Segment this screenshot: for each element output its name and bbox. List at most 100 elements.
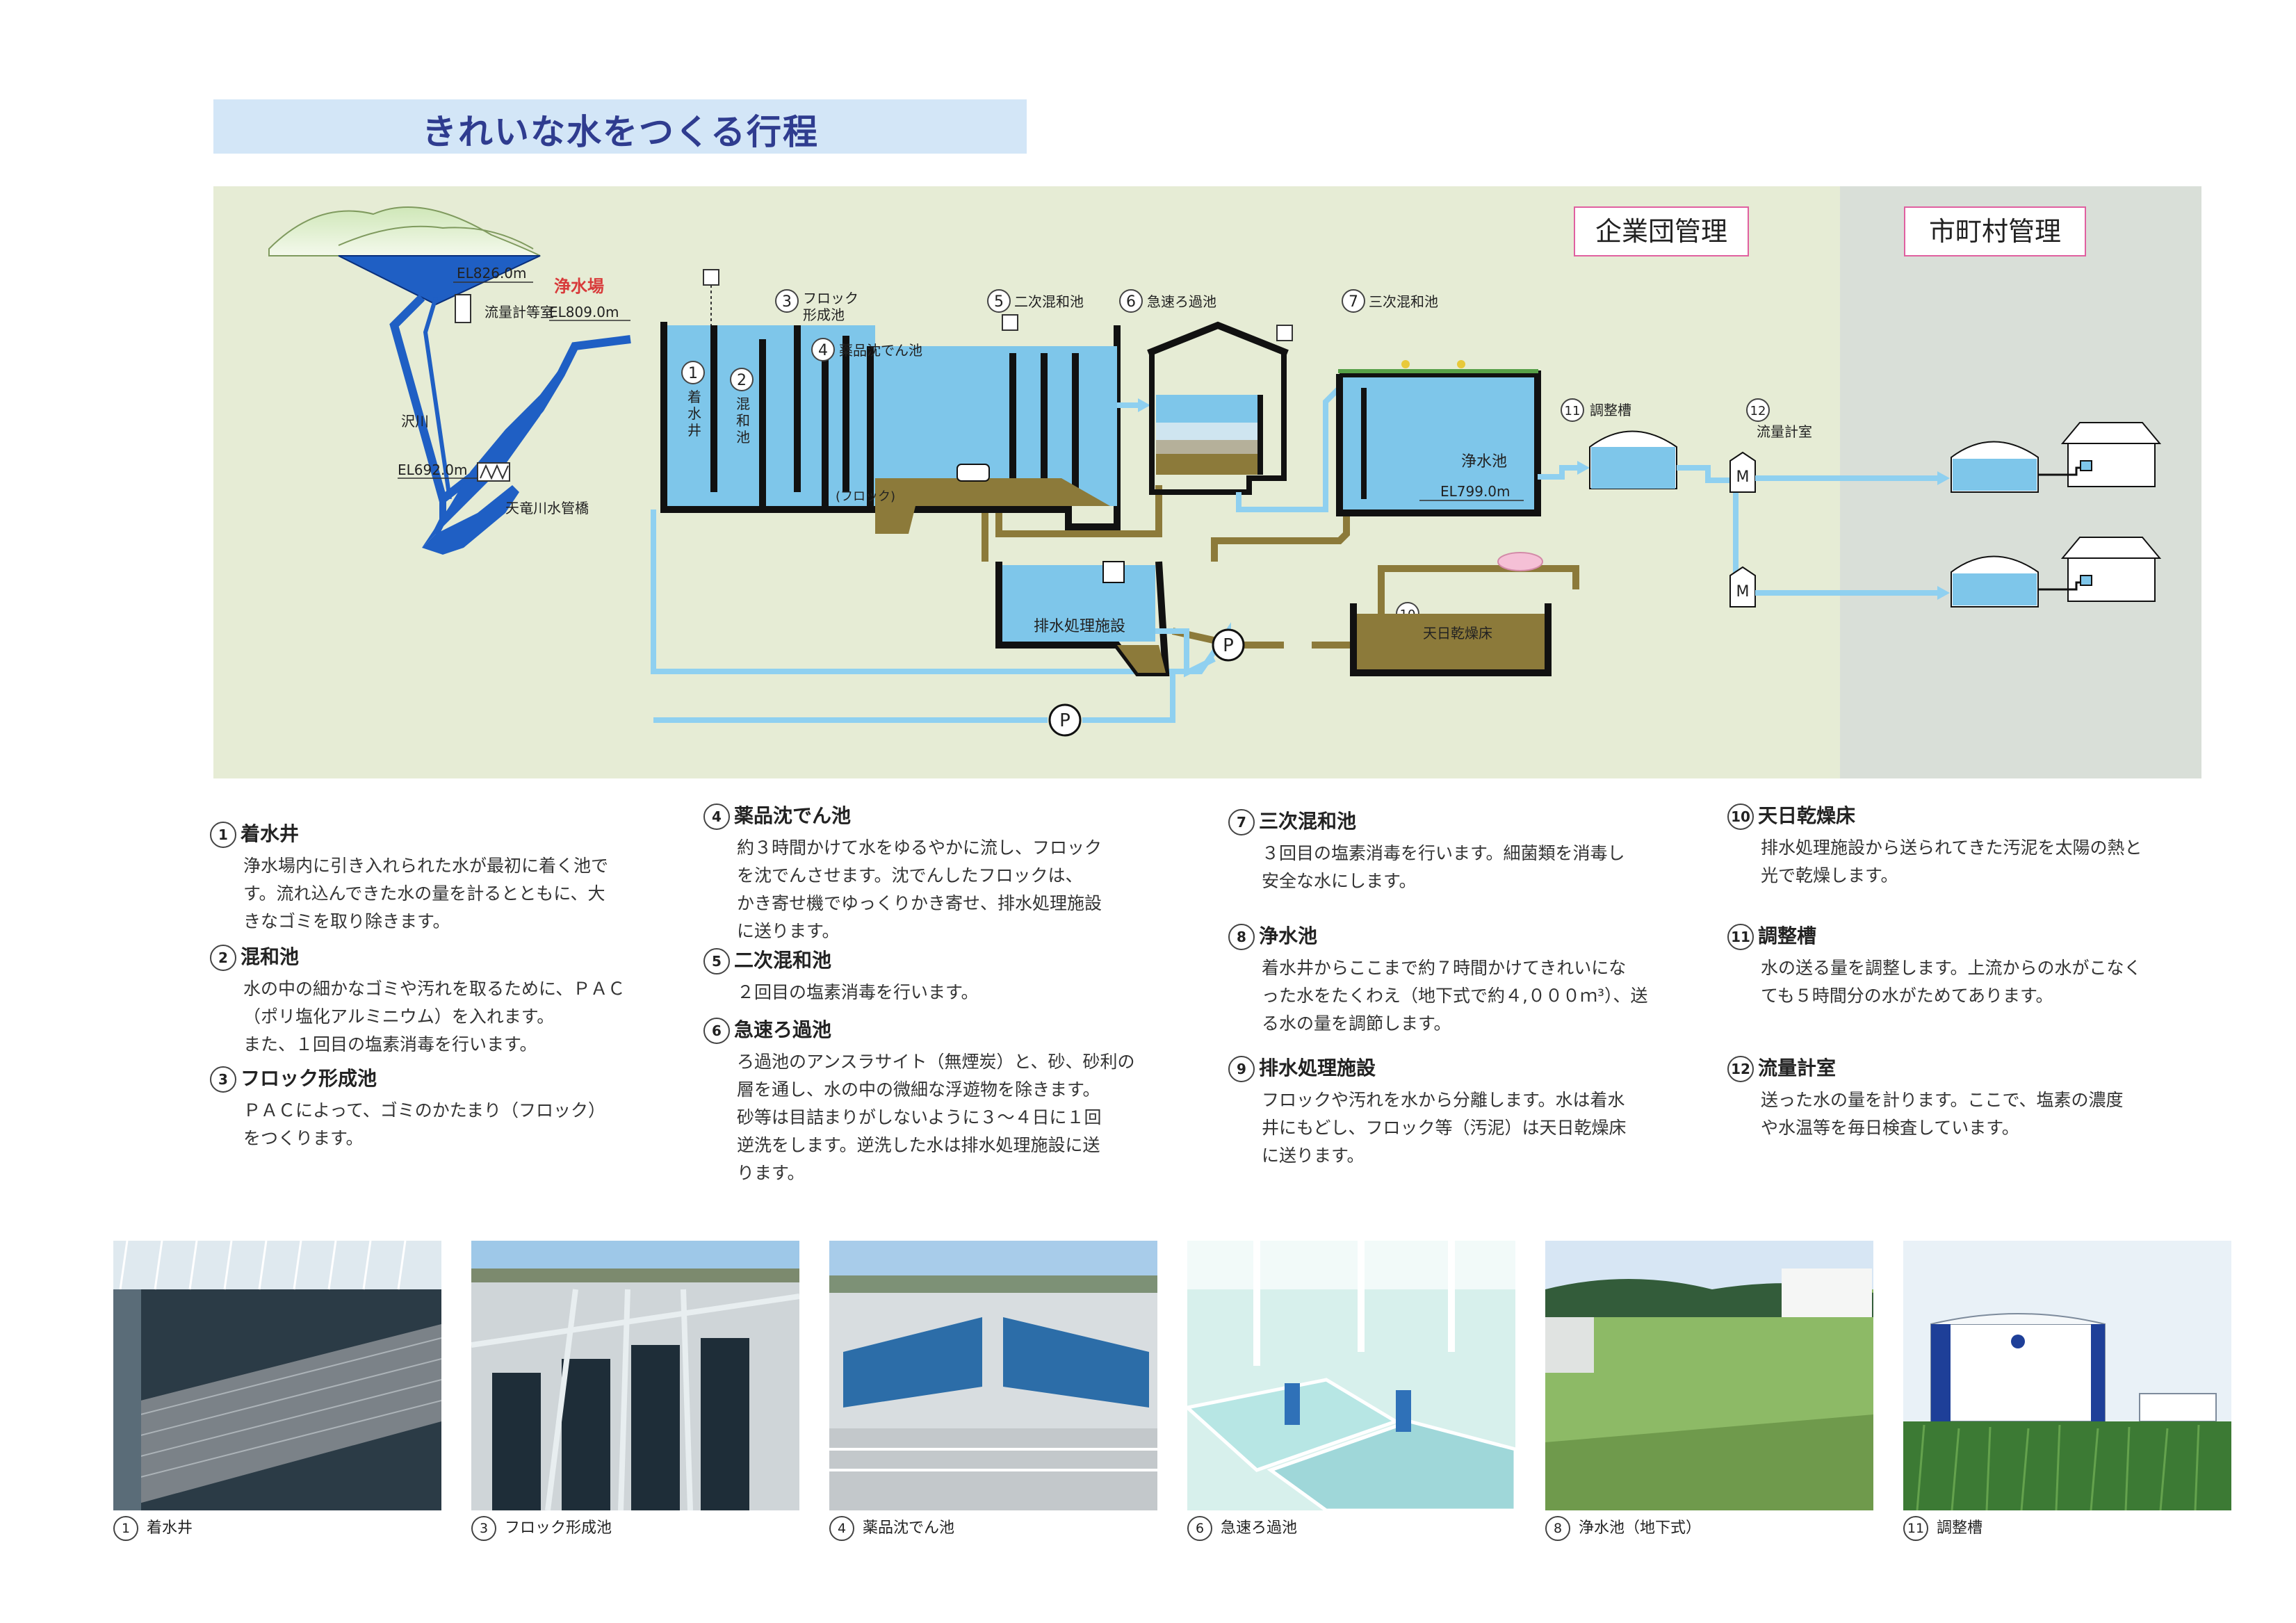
flower-1 [1401,360,1410,368]
desc-8-num: 8 [1228,924,1255,950]
scraper [956,464,990,482]
baffles [710,325,1079,506]
zone-municipal-box [1904,206,2086,256]
photo-regulating-tank [1903,1241,2231,1510]
s2-label-c: 池 [736,429,750,446]
photo-sedimentation [829,1241,1157,1510]
desc-3-num: 3 [210,1066,236,1093]
filter-gravel [1156,454,1260,475]
zone-company-box [1574,206,1749,256]
svg-text:P: P [1223,635,1234,656]
desc-7-title: 三次混和池 [1259,810,1357,833]
municipal-tank-2 [1951,555,2039,607]
dosing-unit-1 [703,269,719,286]
drain-treatment [1002,565,1155,642]
filter-sand [1156,440,1260,454]
meter-room-label: 流量計等室 [485,304,554,320]
s9-label: 排水処理施設 [1034,618,1125,635]
svg-text:11: 11 [1565,404,1581,418]
desc-8-body: 着水井からここまで約７時間かけてきれいにな った水をたくわえ（地下式で約４,００… [1262,958,1648,1034]
desc-1-body: 浄水場内に引き入れられた水が最初に着く池で す。流れ込んできた水の量を計るととも… [243,856,609,931]
desc-4-body: 約３時間かけて水をゆるやかに流し、フロック を沈でんさせます。沈でんしたフロック… [737,838,1102,941]
el-826: EL826.0m [457,265,527,282]
desc-9-body: フロックや汚れを水から分離します。水は着水 井にもどし、フロック等（汚泥）は天日… [1262,1090,1627,1166]
s11-label: 調整槽 [1590,402,1631,418]
plant-label: 浄水場 [554,277,604,296]
desc-3-body: ＰＡＣによって、ゴミのかたまり（フロック） をつくります。 [243,1100,606,1148]
desc-2-num: 2 [210,945,236,971]
s12-label: 流量計室 [1757,423,1812,440]
desc-6-num: 6 [703,1018,730,1044]
s4-label: 薬品沈でん池 [839,342,922,359]
svg-text:P: P [1059,710,1070,731]
desc-4-num: 4 [703,804,730,830]
page-title: きれいな水をつくる行程 [422,112,819,152]
dosing-unit-2 [1002,314,1018,331]
filter-water [1156,395,1260,423]
desc-10-num: 10 [1727,804,1754,830]
svg-text:1: 1 [688,365,698,382]
desc-12-title: 流量計室 [1758,1057,1837,1079]
s3-label-a: フロック [803,290,858,307]
svg-text:2: 2 [737,372,747,389]
photo-floc-basin [471,1241,799,1510]
s1-label-b: 水 [687,405,701,422]
desc-5-body: ２回目の塩素消毒を行います。 [737,982,979,1002]
desc-8-title: 浄水池 [1259,924,1318,947]
house-2 [2038,537,2162,602]
s5-label: 二次混和池 [1014,293,1084,310]
s10-label: 天日乾燥床 [1423,625,1492,642]
process-diagram: 企業団管理 市町村管理 流量計等室 EL826.0m 沢川 EL692.0m 天… [213,186,2201,778]
zone-municipal-label: 市町村管理 [1929,216,2061,247]
meter-2-m: M [1736,583,1750,601]
sludge-hopper [875,478,1110,534]
flower-2 [1457,360,1465,368]
svg-text:6: 6 [1126,293,1136,311]
desc-5-title: 二次混和池 [734,949,832,972]
s2-label-b: 和 [736,412,750,429]
s1-label-a: 着 [687,389,701,405]
desc-11-body: 水の送る量を調整します。上流からの水がこなく ても５時間分の水がためてあります。 [1761,958,2142,1006]
svg-text:12: 12 [1750,404,1766,418]
desc-1-title: 着水井 [241,822,300,845]
el-799: EL799.0m [1440,483,1511,500]
svg-text:5: 5 [994,293,1004,311]
title-band: きれいな水をつくる行程 [213,99,1027,154]
s7-label: 三次混和池 [1369,293,1438,310]
dosing-unit-3 [1276,325,1293,341]
floc-label: (フロック) [836,489,895,504]
desc-7-body: ３回目の塩素消毒を行います。細菌類を消毒し 安全な水にします。 [1262,843,1625,891]
zone-company-label: 企業団管理 [1595,216,1727,247]
desc-10-body: 排水処理施設から送られてきた汚泥を太陽の熱と 光で乾燥します。 [1761,838,2142,886]
drying-bed [1357,614,1545,669]
meter-room-box [455,294,471,323]
pump-1 [1212,628,1245,662]
desc-2-body: 水の中の細かなゴミや汚れを取るために、ＰＡＣ （ポリ塩化アルミニウム）を入れます… [243,979,626,1054]
house-1 [2038,422,2162,487]
desc-6-body: ろ過池のアンスラサイト（無煙炭）と、砂、砂利の 層を通し、水の中の微細な浮遊物を… [737,1052,1135,1183]
s6-label: 急速ろ過池 [1147,293,1216,310]
photo-rapid-filter [1187,1241,1515,1510]
desc-11-title: 調整槽 [1758,924,1817,947]
filter-roof [1147,321,1289,357]
s8-label: 浄水池 [1461,453,1507,471]
mountains [268,206,541,256]
meter-1-m: M [1736,468,1750,486]
municipal-tank-1 [1951,441,2039,493]
tank-1-2-3 [667,325,875,506]
el-809: EL809.0m [549,304,619,320]
desc-6-title: 急速ろ過池 [734,1018,832,1041]
filter-anthracite [1156,423,1260,440]
